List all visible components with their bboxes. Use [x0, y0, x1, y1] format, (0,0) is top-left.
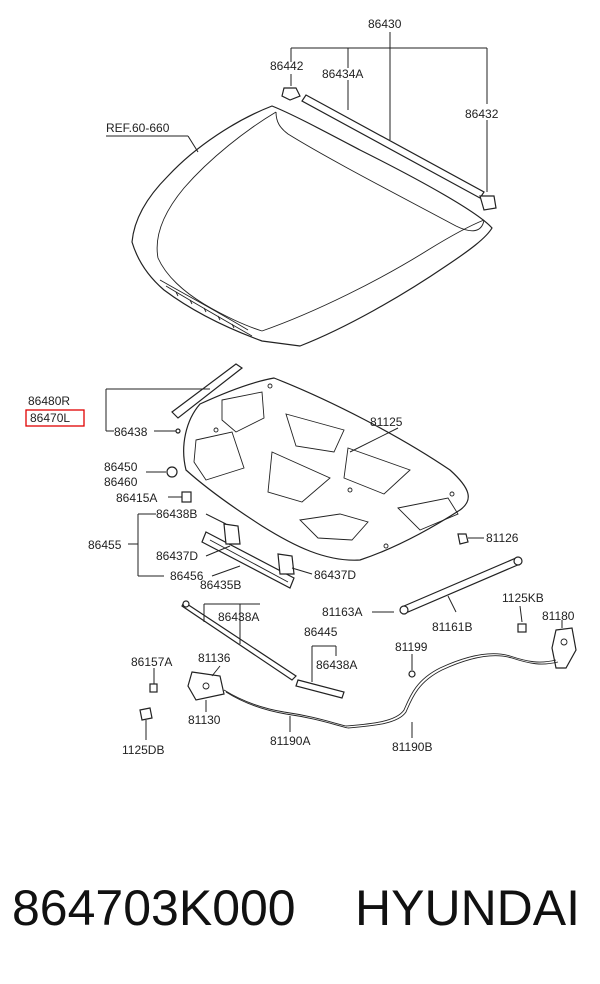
cable-clip-81199 — [408, 670, 416, 678]
hood-insulator — [183, 377, 469, 561]
label-86438B: 86438B — [156, 507, 197, 521]
label-86434A: 86434A — [322, 67, 363, 81]
hood-bumper-86442 — [281, 87, 301, 101]
footer: 864703K000 HYUNDAI — [0, 868, 600, 948]
label-86437D-left: 86437D — [156, 549, 198, 563]
label-81130: 81130 — [188, 713, 221, 727]
bolt-86157A — [149, 683, 158, 693]
brand-name: HYUNDAI — [355, 880, 581, 936]
label-86437D-right: 86437D — [314, 568, 356, 582]
label-81163A: 81163A — [322, 605, 362, 619]
hood-lock-panel — [201, 523, 295, 589]
label-81190B: 81190B — [392, 740, 432, 754]
label-86460: 86460 — [104, 475, 138, 489]
label-81136: 81136 — [198, 651, 231, 665]
label-86470L: 86470L — [30, 411, 70, 425]
part-number: 864703K000 — [12, 880, 296, 936]
label-81161B: 81161B — [432, 620, 472, 634]
clip-86438 — [175, 428, 181, 434]
parts-diagram: 86430 86442 86434A 86432 REF.60-660 8648… — [25, 17, 577, 757]
label-86432: 86432 — [465, 107, 499, 121]
label-86438A-top: 86438A — [218, 610, 259, 624]
bumper-86415A — [181, 491, 192, 503]
highlight-box — [25, 409, 85, 427]
label-86430: 86430 — [368, 17, 402, 31]
label-86445: 86445 — [304, 625, 338, 639]
hood-latch-81180 — [551, 627, 577, 669]
bolt-1125KB — [517, 623, 527, 633]
bumper-86450 — [166, 466, 178, 478]
label-1125DB: 1125DB — [122, 743, 164, 757]
hood-panel — [131, 105, 493, 347]
release-cable-81190A — [223, 689, 349, 729]
label-86438: 86438 — [114, 425, 148, 439]
label-86456: 86456 — [170, 569, 204, 583]
bolt-81126 — [457, 533, 469, 545]
label-86438A-bottom: 86438A — [316, 658, 357, 672]
hood-stay-rod — [181, 600, 297, 681]
label-81199: 81199 — [395, 640, 428, 654]
label-81190A: 81190A — [270, 734, 310, 748]
hood-seal-strip — [171, 363, 244, 419]
label-1125KB: 1125KB — [502, 591, 544, 605]
gas-strut — [399, 556, 523, 615]
label-86455: 86455 — [88, 538, 122, 552]
label-86157A: 86157A — [131, 655, 172, 669]
label-86450: 86450 — [104, 460, 138, 474]
release-cable-81190B — [345, 653, 559, 729]
label-ref: REF.60-660 — [106, 121, 170, 135]
label-86435B: 86435B — [200, 578, 241, 592]
hood-clip-86432 — [479, 195, 497, 211]
label-81125: 81125 — [370, 415, 403, 429]
label-81180: 81180 — [542, 609, 575, 623]
bolt-1125DB — [139, 707, 153, 721]
label-86442: 86442 — [270, 59, 304, 73]
label-81126: 81126 — [486, 531, 519, 545]
hood-latch-81130 — [187, 671, 225, 701]
stay-rod-holder-86445 — [295, 679, 345, 699]
label-86415A: 86415A — [116, 491, 157, 505]
label-86480R: 86480R — [28, 394, 70, 408]
